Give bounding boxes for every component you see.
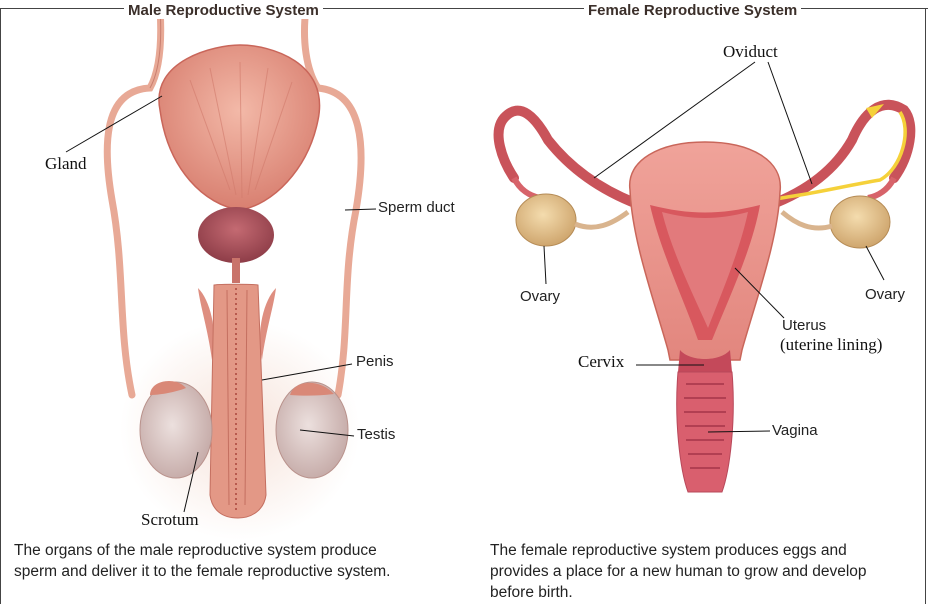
penis-shape	[210, 284, 266, 518]
prostate-shape	[198, 207, 274, 263]
sperm-duct-leader	[345, 209, 376, 210]
male-caption: The organs of the male reproductive syst…	[14, 540, 464, 582]
gland-shape	[159, 45, 320, 210]
female-caption-line: The female reproductive system produces …	[490, 540, 920, 561]
label-gland: Gland	[45, 154, 87, 174]
female-caption-line: before birth.	[490, 582, 920, 603]
label-ovary-left: Ovary	[520, 288, 560, 305]
label-uterine-lining: (uterine lining)	[780, 335, 882, 355]
label-uterus: Uterus	[782, 317, 826, 334]
label-sperm-duct: Sperm duct	[378, 199, 455, 216]
male-caption-line: The organs of the male reproductive syst…	[14, 540, 464, 561]
label-testis: Testis	[357, 426, 395, 443]
female-caption: The female reproductive system produces …	[490, 540, 920, 603]
label-oviduct: Oviduct	[723, 42, 778, 62]
testis-right	[276, 382, 348, 478]
ovarian-ligament-left	[575, 212, 628, 227]
ovary-right-leader	[866, 246, 884, 280]
label-ovary-right: Ovary	[865, 286, 905, 303]
male-caption-line: sperm and deliver it to the female repro…	[14, 561, 464, 582]
label-penis: Penis	[356, 353, 394, 370]
female-anatomy	[499, 62, 911, 492]
ovary-left-leader	[544, 246, 546, 284]
male-title: Male Reproductive System	[124, 2, 323, 19]
male-anatomy	[66, 8, 376, 540]
testis-left	[140, 382, 212, 478]
ovary-left-shape	[516, 194, 576, 246]
sperm-duct-left	[107, 8, 160, 395]
ovary-right-shape	[830, 196, 890, 248]
label-cervix: Cervix	[578, 352, 624, 372]
urethra-top	[232, 258, 240, 283]
ovarian-ligament-right	[782, 212, 832, 228]
label-vagina: Vagina	[772, 422, 818, 439]
female-title: Female Reproductive System	[584, 2, 801, 19]
label-scrotum: Scrotum	[141, 510, 199, 530]
sperm-duct-right	[305, 8, 362, 395]
oviduct-leader-right	[768, 62, 812, 184]
female-caption-line: provides a place for a new human to grow…	[490, 561, 920, 582]
